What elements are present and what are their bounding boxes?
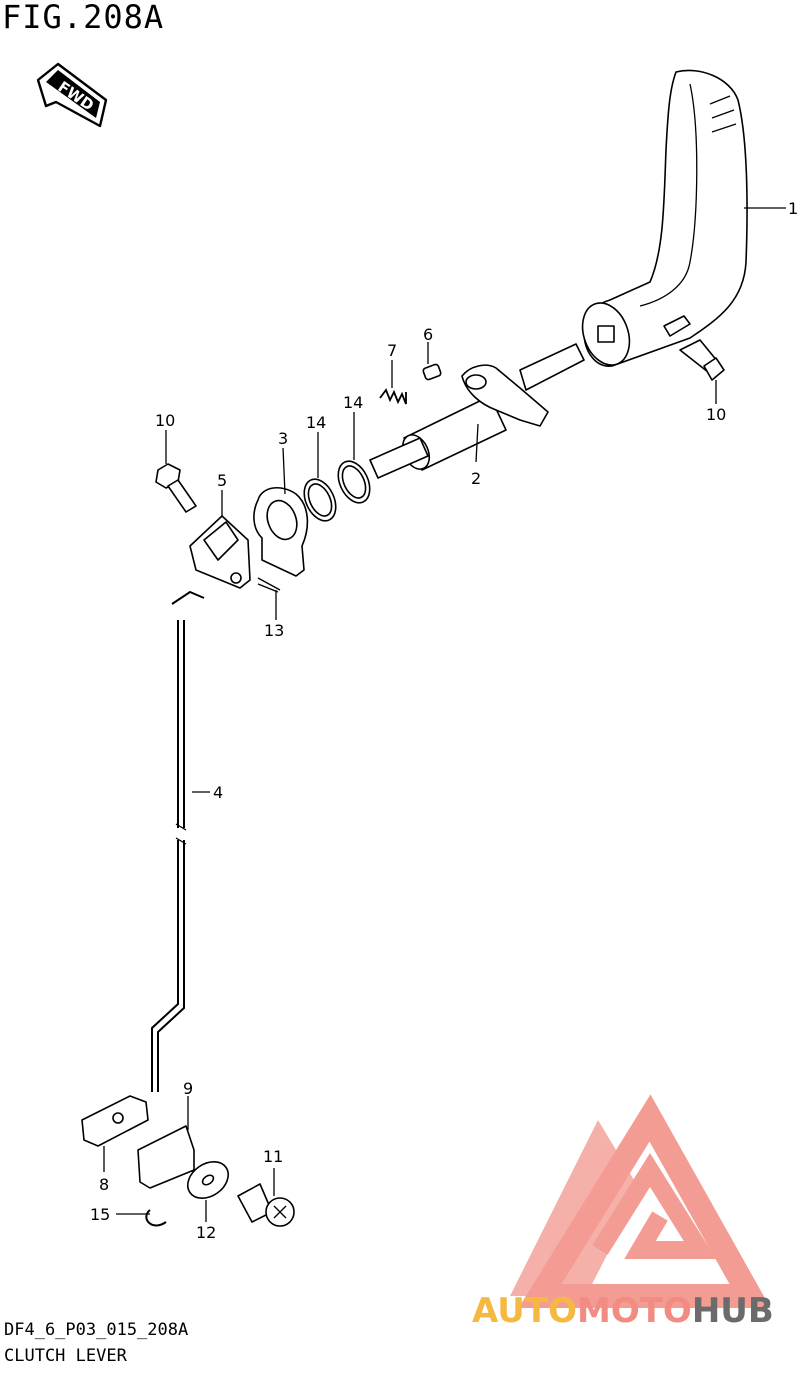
figure-title: FIG.208A <box>2 0 165 36</box>
cotter-pin <box>257 577 281 593</box>
watermark-logo <box>510 1094 771 1308</box>
o-ring-inner <box>303 478 337 522</box>
diagram-name: CLUTCH LEVER <box>4 1346 127 1366</box>
callout-8: 8 <box>99 1175 109 1194</box>
detent-pin <box>422 363 442 381</box>
link-lever <box>189 515 251 589</box>
callout-10-upper: 10 <box>155 411 175 430</box>
callout-10-right: 10 <box>706 405 726 424</box>
bolt-lower <box>237 1183 295 1227</box>
callout-6: 6 <box>423 325 433 344</box>
fwd-direction-badge: FWD <box>36 62 108 128</box>
callout-12: 12 <box>196 1223 216 1242</box>
callout-14-right: 14 <box>343 393 363 412</box>
callout-4: 4 <box>213 783 223 802</box>
retainer-plate <box>81 1095 149 1147</box>
callout-13: 13 <box>264 621 284 640</box>
callout-2: 2 <box>471 469 481 488</box>
o-ring-outer <box>337 460 371 504</box>
watermark-word-auto: AUTO <box>472 1291 577 1331</box>
bolt-right <box>679 339 725 381</box>
e-clip <box>145 1209 167 1227</box>
callout-7: 7 <box>387 341 397 360</box>
callout-9: 9 <box>183 1079 193 1098</box>
watermark-word-hub: HUB <box>692 1291 774 1331</box>
clutch-shaft <box>369 343 585 479</box>
callout-15: 15 <box>90 1205 110 1224</box>
clutch-rod <box>151 590 205 1092</box>
callout-11: 11 <box>263 1147 283 1166</box>
leader-lines <box>103 207 786 1222</box>
diagram-code: DF4_6_P03_015_208A <box>4 1320 189 1340</box>
spring <box>379 388 407 405</box>
watermark-text: AUTOMOTOHUB <box>472 1291 774 1331</box>
callout-14-left: 14 <box>306 413 326 432</box>
bolt-upper-left <box>155 463 197 513</box>
callout-3: 3 <box>278 429 288 448</box>
lever-bracket <box>253 487 309 577</box>
callout-1: 1 <box>788 199 798 218</box>
tiller-handle <box>581 69 748 367</box>
callout-5: 5 <box>217 471 227 490</box>
watermark-word-moto: MOTO <box>577 1291 692 1331</box>
rod-clip <box>137 1125 195 1189</box>
flat-washer <box>186 1161 230 1199</box>
